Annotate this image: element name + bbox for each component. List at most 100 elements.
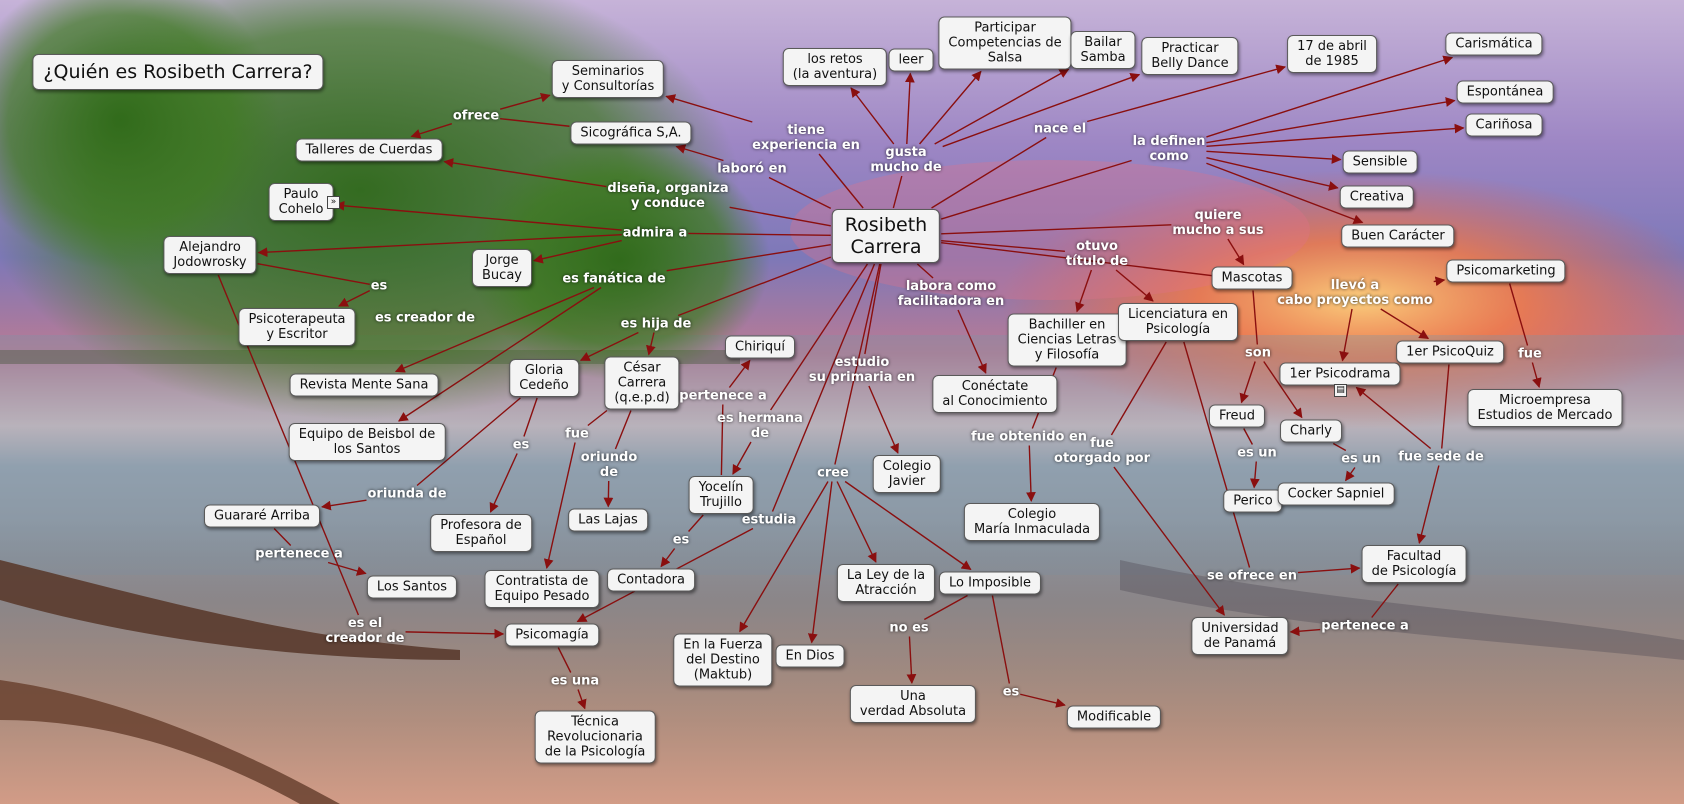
node-sicografica[interactable]: Sicográfica S,A.: [570, 121, 692, 145]
node-carismatica[interactable]: Carismática: [1445, 32, 1543, 56]
phrase-son: son: [1245, 345, 1271, 361]
node-chiriqui[interactable]: Chiriquí: [725, 335, 795, 359]
connector-83: [321, 499, 367, 511]
connector-81: [1355, 386, 1432, 450]
connector-15: [940, 159, 1132, 220]
node-tecnica[interactable]: Técnica Revolucionaria de la Psicología: [534, 710, 656, 764]
node-psicoquiz[interactable]: 1er PsicoQuiz: [1396, 340, 1504, 364]
node-creativa[interactable]: Creativa: [1339, 185, 1415, 209]
node-leer[interactable]: leer: [888, 48, 934, 72]
node-bachiller[interactable]: Bachiller en Ciencias Letras y Filosofía: [1007, 313, 1127, 367]
connector-19: [1206, 150, 1342, 164]
connector-77: [1332, 442, 1347, 452]
phrase-pertenece-3: pertenece a: [1321, 618, 1409, 634]
node-mascotas[interactable]: Mascotas: [1211, 266, 1293, 290]
node-en-dios[interactable]: En Dios: [775, 644, 845, 668]
node-facultad[interactable]: Facultad de Psicología: [1361, 545, 1467, 583]
node-psicomarketing[interactable]: Psicomarketing: [1446, 259, 1566, 283]
connector-89: [327, 561, 367, 576]
phrase-es-1: es: [370, 278, 388, 294]
node-seminarios[interactable]: Seminarios y Consultorías: [551, 60, 665, 98]
link-icon[interactable]: »: [327, 196, 340, 209]
connector-16: [1206, 55, 1454, 138]
document-icon[interactable]: ▤: [1334, 384, 1347, 397]
phrase-tiene-experiencia: tiene experiencia en: [752, 123, 860, 153]
phrase-sede: fue sede de: [1398, 449, 1484, 465]
central-node-rosibeth[interactable]: Rosibeth Carrera: [831, 209, 941, 263]
node-ley[interactable]: La Ley de la Atracción: [836, 564, 936, 602]
connector-10: [919, 70, 982, 145]
connector-99: [1020, 693, 1066, 708]
connector-82: [416, 397, 521, 487]
node-guarare[interactable]: Guararé Arriba: [204, 504, 320, 528]
connector-59: [543, 442, 576, 569]
connector-27: [533, 239, 622, 264]
node-psicomagia[interactable]: Psicomagía: [505, 623, 599, 647]
connector-26: [257, 233, 622, 258]
node-abril[interactable]: 17 de abril de 1985: [1287, 35, 1377, 73]
node-retos[interactable]: los retos (la aventura): [782, 48, 888, 86]
connector-56: [770, 263, 869, 411]
node-carinosa[interactable]: Cariñosa: [1465, 113, 1543, 137]
connector-87: [660, 548, 676, 568]
node-conectate[interactable]: Conéctate al Conocimiento: [932, 375, 1058, 413]
node-competencias[interactable]: Participar Competencias de Salsa: [938, 16, 1072, 70]
node-perico[interactable]: Perico: [1223, 489, 1283, 513]
node-charly[interactable]: Charly: [1280, 419, 1342, 443]
node-verdad[interactable]: Una verdad Absoluta: [849, 685, 977, 723]
node-maria[interactable]: Colegio María Inmaculada: [963, 503, 1101, 541]
node-alejandro[interactable]: Alejandro Jodowrosky: [163, 236, 257, 274]
connector-84: [771, 263, 876, 512]
connector-70: [1026, 445, 1036, 502]
phrase-fanatica: es fanática de: [562, 271, 666, 287]
phrase-es-3: es: [672, 532, 690, 548]
node-universidad[interactable]: Universidad de Panamá: [1191, 617, 1289, 655]
node-equipo[interactable]: Equipo de Beisbol de los Santos: [288, 423, 446, 461]
node-contratista[interactable]: Contratista de Equipo Pesado: [484, 570, 600, 608]
node-psicodrama[interactable]: 1er Psicodrama: [1279, 362, 1401, 386]
connector-67: [836, 481, 877, 563]
node-fuerza[interactable]: En la Fuerza del Destino (Maktub): [673, 633, 773, 687]
node-paulo[interactable]: Paulo Cohelo: [268, 183, 334, 221]
node-revista[interactable]: Revista Mente Sana: [289, 373, 439, 397]
connector-80: [1416, 465, 1440, 544]
connector-46: [1433, 276, 1446, 287]
node-los-santos[interactable]: Los Santos: [366, 575, 458, 599]
connector-91: [1297, 563, 1361, 574]
node-freud[interactable]: Freud: [1208, 404, 1266, 428]
node-psicoterapeuta[interactable]: Psicoterapeuta y Escritor: [238, 308, 356, 346]
connector-71: [1110, 341, 1167, 436]
node-javier[interactable]: Colegio Javier: [872, 455, 942, 493]
connector-92: [923, 594, 968, 621]
phrase-otorgado: fue otorgado por: [1054, 436, 1150, 466]
phrase-quiere: quiere mucho a sus: [1172, 208, 1264, 238]
connector-25: [334, 200, 622, 231]
node-cocker[interactable]: Cocker Sapniel: [1277, 482, 1395, 506]
phrase-no-es: no es: [889, 620, 929, 636]
node-belly[interactable]: Practicar Belly Dance: [1141, 37, 1239, 75]
node-las-lajas[interactable]: Las Lajas: [568, 508, 648, 532]
connector-79: [1441, 364, 1450, 449]
node-modificable[interactable]: Modificable: [1066, 705, 1162, 729]
connector-6: [410, 123, 453, 139]
phrase-nace: nace el: [1033, 121, 1087, 137]
node-espontanea[interactable]: Espontánea: [1456, 80, 1554, 104]
phrase-fue-2: fue: [1518, 346, 1542, 362]
connector-34: [338, 290, 371, 307]
node-licenciatura[interactable]: Licenciatura en Psicología: [1118, 303, 1238, 341]
node-microempresa[interactable]: Microempresa Estudios de Mercado: [1467, 389, 1623, 427]
connector-93: [906, 636, 917, 684]
node-talleres[interactable]: Talleres de Cuerdas: [295, 138, 443, 162]
node-imposible[interactable]: Lo Imposible: [938, 571, 1042, 595]
phrase-hija: es hija de: [620, 316, 692, 332]
node-caracter[interactable]: Buen Carácter: [1341, 224, 1455, 248]
node-jorge[interactable]: Jorge Bucay: [472, 249, 532, 287]
node-cesar[interactable]: César Carrera (q.e.p.d): [604, 356, 680, 410]
node-sensible[interactable]: Sensible: [1342, 150, 1418, 174]
connector-65: [739, 481, 829, 633]
node-contadora[interactable]: Contadora: [607, 568, 695, 592]
node-yocelin[interactable]: Yocelín Trujillo: [688, 476, 754, 514]
node-gloria[interactable]: Gloria Cedeño: [509, 359, 579, 397]
node-samba[interactable]: Bailar Samba: [1070, 31, 1136, 69]
node-profesora[interactable]: Profesora de Español: [430, 514, 532, 552]
